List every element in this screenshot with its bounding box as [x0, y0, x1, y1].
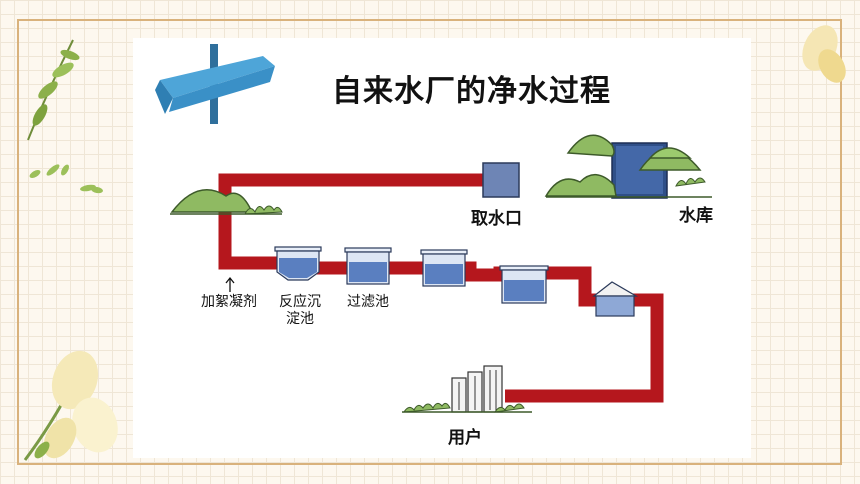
up-arrow-icon — [225, 276, 235, 292]
filtration-tank-2 — [420, 249, 468, 287]
intake-box — [482, 162, 520, 198]
intake-label: 取水口 — [471, 209, 522, 229]
reservoir-illustration — [544, 134, 712, 199]
filtration-label: 过滤池 — [347, 294, 389, 310]
sedimentation-label: 反应沉淀池 — [279, 294, 321, 327]
users-label: 用户 — [448, 428, 482, 448]
diagram-title: 自来水厂的净水过程 — [332, 74, 611, 109]
signpost-icon — [155, 44, 275, 124]
coagulant-label: 加絮凝剂 — [201, 294, 257, 310]
reservoir-label: 水库 — [679, 206, 713, 226]
pump-house — [592, 281, 639, 317]
user-buildings — [402, 365, 532, 413]
flower-decoration-right — [802, 25, 846, 83]
filtration-tank-1 — [344, 247, 392, 285]
water-pipe — [218, 173, 664, 403]
flower-decoration-left — [23, 350, 118, 461]
diagram-panel — [133, 38, 751, 458]
sedimentation-tank — [274, 246, 322, 281]
clear-water-tank — [499, 265, 549, 304]
small-leaf-decoration — [29, 164, 103, 194]
left-hill-bushes — [170, 189, 283, 215]
page-frame — [17, 19, 842, 465]
leaf-branch-decoration — [27, 39, 96, 192]
